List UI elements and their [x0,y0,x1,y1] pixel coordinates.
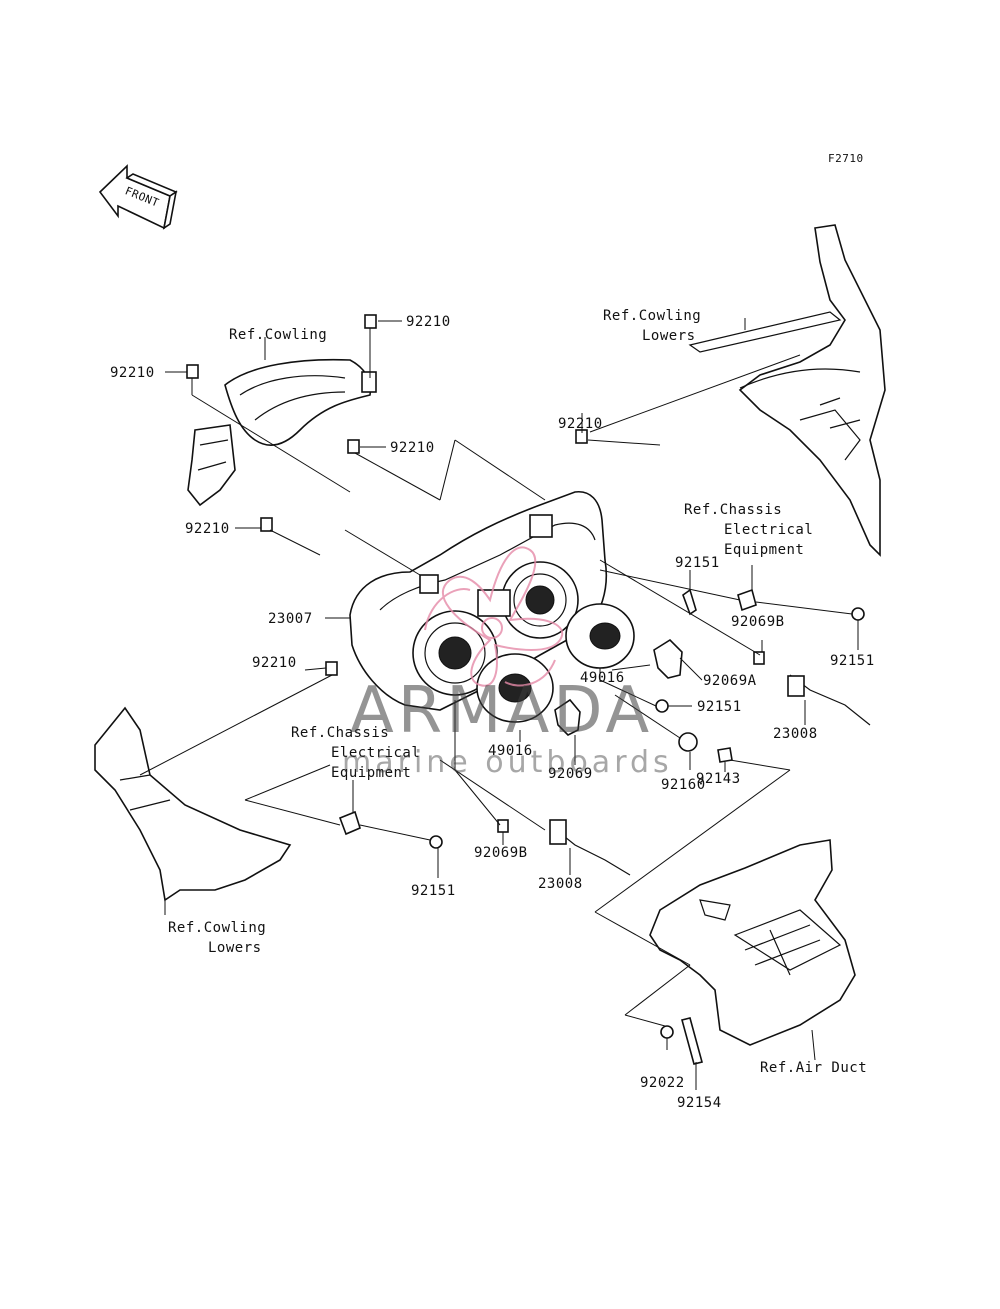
ref-cowling-label: Ref.Cowling [229,327,327,343]
label-92154: 92154 [677,1095,722,1111]
label-92160: 92160 [661,777,706,793]
ref-chassis-right-label-3: Equipment [724,542,804,558]
ref-cowling-lowers-bottom-label: Ref.Cowling [168,920,266,936]
label-23007: 23007 [268,611,313,627]
clip-92210-e [260,517,273,532]
label-92069B-b: 92069B [474,845,528,861]
bulb-92069 [554,698,581,736]
label-92210-e: 92210 [185,521,230,537]
label-92069A: 92069A [703,673,757,689]
label-92210-c: 92210 [390,440,435,456]
ref-chassis-left-label: Ref.Chassis [291,725,389,741]
clip-92210-a [186,364,199,379]
clip-92210-f [325,661,338,676]
air-duct-shape [649,839,856,1046]
label-92143: 92143 [696,771,741,787]
ref-cowling-lowers-top-label-2: Lowers [642,328,696,344]
label-92210-b: 92210 [406,314,451,330]
cowling-bracket-shape [187,358,377,507]
small-parts [186,314,871,1065]
label-49016-a: 49016 [580,670,625,686]
ref-chassis-left-label-2: Electrical [331,745,420,761]
cowling-lowers-top-shape [688,224,886,557]
watermark-title: ARMADA [350,674,653,748]
bracket-right [737,588,757,612]
screw-92151-c [655,699,669,713]
part-labels: 92210 92210 92210 92210 92210 92210 2300… [110,314,875,1111]
cowling-lowers-bottom-shape [94,706,292,902]
screw-92151-d [429,835,443,849]
clip-92210-c [347,439,360,454]
label-23008-b: 23008 [538,876,583,892]
ref-chassis-right-label-2: Electrical [724,522,813,538]
label-92151-c: 92151 [697,699,742,715]
label-92151-a: 92151 [675,555,720,571]
label-92151-b: 92151 [830,653,875,669]
watermark-subtitle: marine outboards [342,745,673,780]
label-92069B-a: 92069B [731,614,785,630]
ref-chassis-right-label: Ref.Chassis [684,502,782,518]
screw-92151-b [851,607,865,621]
bulb-92069B-a [753,651,765,665]
clip-92143 [717,747,733,763]
watermark-logo-icon [424,546,564,687]
bulb-92069B-b [497,819,509,833]
label-49016-b: 49016 [488,743,533,759]
ref-chassis-left-label-3: Equipment [331,765,411,781]
watermark: ARMADA marine outboards [342,546,673,780]
label-92151-d: 92151 [411,883,456,899]
ref-cowling-lowers-top-label: Ref.Cowling [603,308,701,324]
diagram-code: F2710 [828,152,864,165]
label-92210-f: 92210 [252,655,297,671]
clip-92210-b [364,314,377,329]
label-92210-a: 92210 [110,365,155,381]
label-92069: 92069 [548,766,593,782]
bolt-92154 [681,1017,703,1065]
ref-air-duct-label: Ref.Air Duct [760,1060,867,1076]
ref-cowling-lowers-bottom-label-2: Lowers [208,940,262,956]
label-92210-d: 92210 [558,416,603,432]
washer-92022 [660,1025,674,1039]
bracket-left [338,810,361,836]
leader-lines [139,318,859,1090]
label-23008-a: 23008 [773,726,818,742]
bulb-92069A [653,638,683,679]
screw-92151-a [682,588,697,616]
reference-labels: Ref.Cowling Ref.Cowling Lowers Ref.Chass… [168,308,867,1076]
front-arrow-icon: FRONT [98,164,178,230]
grommet-92160 [678,732,698,752]
label-92022: 92022 [640,1075,685,1091]
